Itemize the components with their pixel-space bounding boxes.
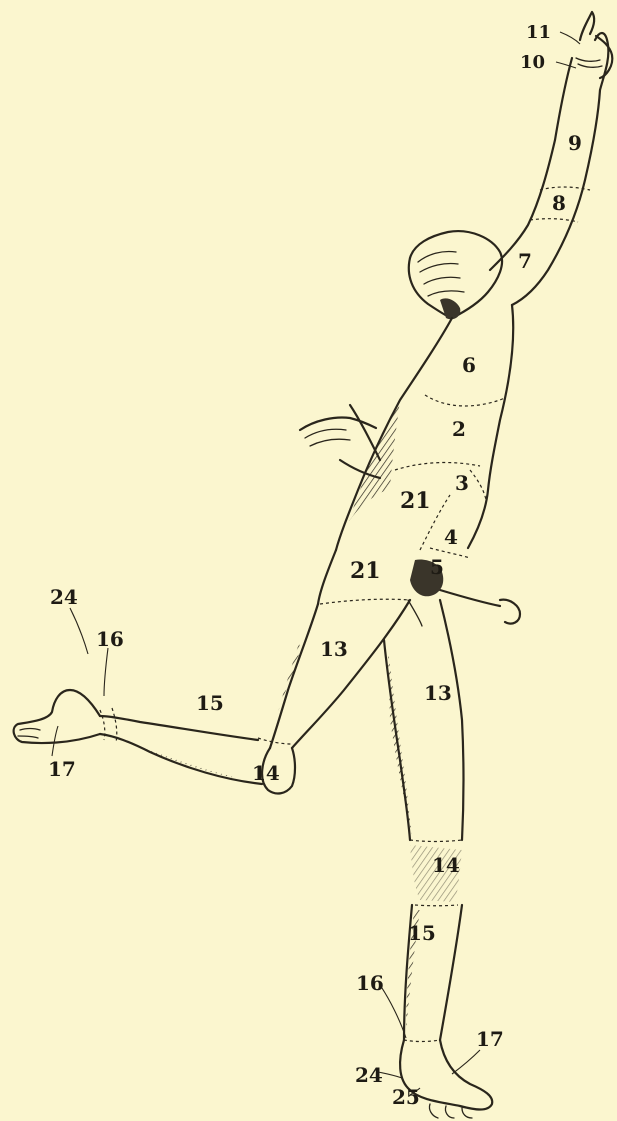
label-16-ankle-left: 16 <box>96 627 124 651</box>
hips <box>318 550 443 626</box>
label-17-foot-right: 17 <box>476 1027 504 1051</box>
labels: 11 10 9 8 7 6 2 3 21 4 5 21 24 16 13 13 … <box>48 22 582 1109</box>
label-25: 25 <box>392 1085 420 1109</box>
label-14-knee-left: 14 <box>252 761 280 785</box>
label-16-ankle-right: 16 <box>356 971 384 995</box>
label-2: 2 <box>452 417 466 441</box>
label-7: 7 <box>518 249 532 273</box>
label-14-knee-right: 14 <box>432 853 460 877</box>
label-15-shin-right: 15 <box>408 921 436 945</box>
torso <box>336 305 513 558</box>
label-13-thigh-left: 13 <box>320 637 348 661</box>
label-17-foot-left: 17 <box>48 757 76 781</box>
label-9: 9 <box>568 131 582 155</box>
label-8: 8 <box>552 191 566 215</box>
label-21-upper: 21 <box>400 488 431 514</box>
label-24-heel-left: 24 <box>50 585 78 609</box>
label-13-thigh-right: 13 <box>424 681 452 705</box>
label-5: 5 <box>430 555 444 579</box>
label-10: 10 <box>520 52 545 73</box>
label-6: 6 <box>462 353 476 377</box>
label-4: 4 <box>444 525 458 549</box>
raised-arm <box>490 12 612 305</box>
label-11: 11 <box>526 22 551 43</box>
label-15-shin-left: 15 <box>196 691 224 715</box>
label-21-lower: 21 <box>350 558 381 584</box>
label-3: 3 <box>455 471 469 495</box>
wing-and-staff <box>300 405 520 624</box>
head <box>409 231 502 319</box>
label-24-heel-right: 24 <box>355 1063 383 1087</box>
